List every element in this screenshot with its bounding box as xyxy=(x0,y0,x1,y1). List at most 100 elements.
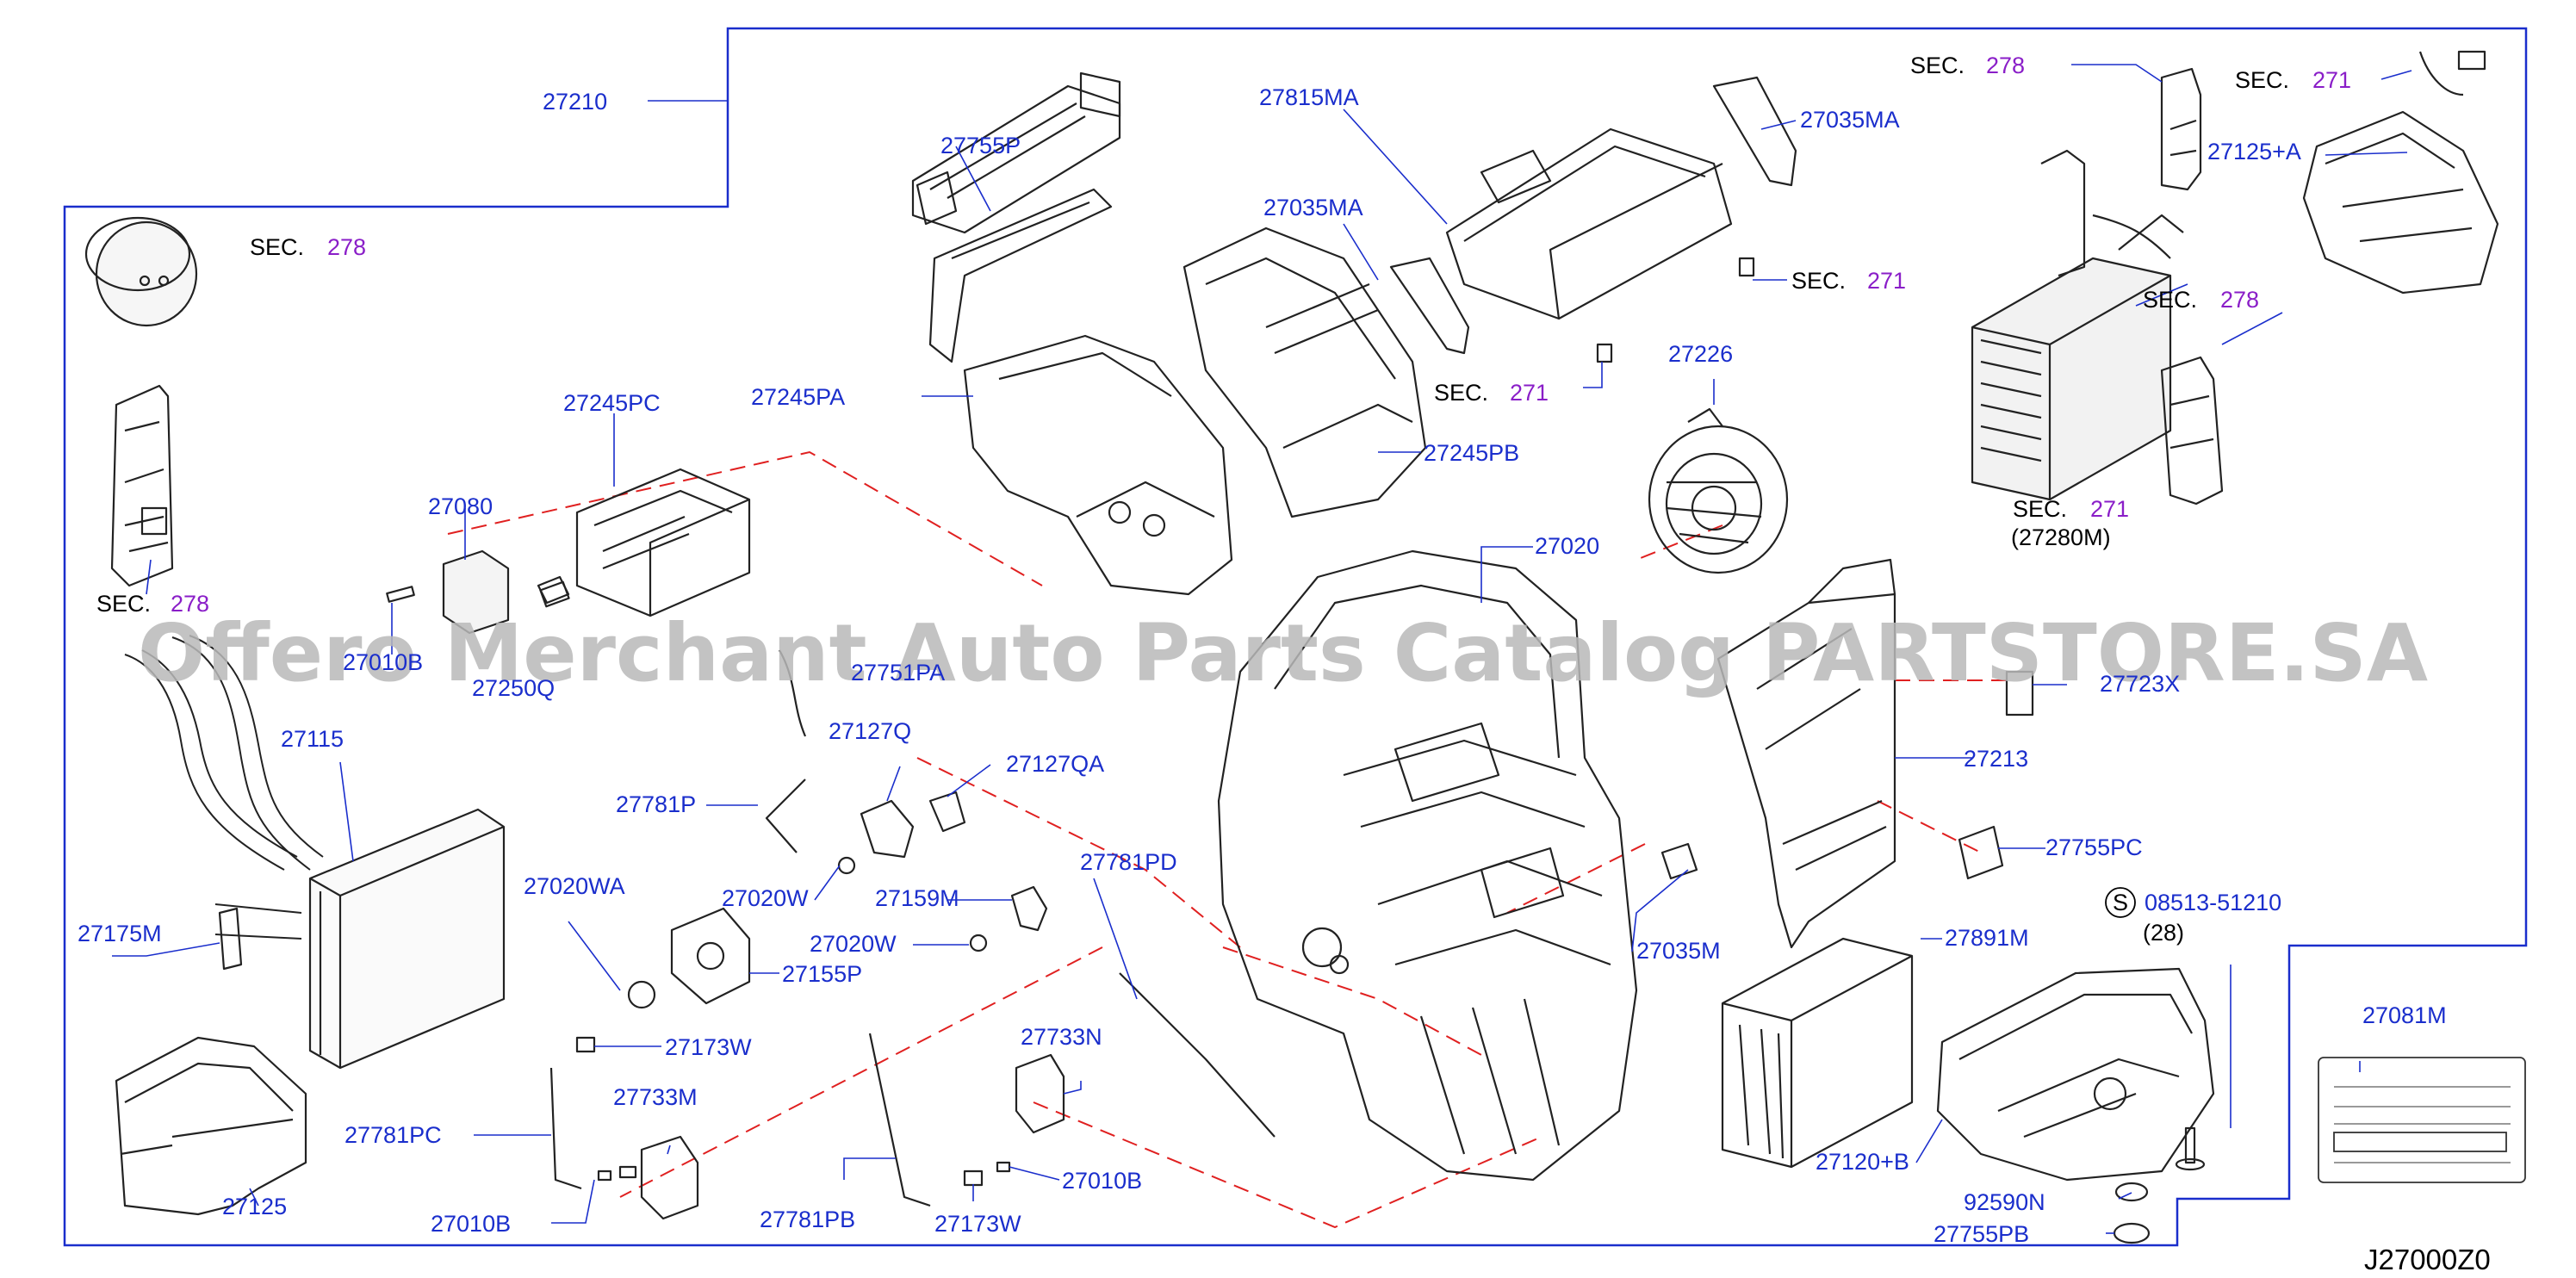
duct-27245pa-part xyxy=(928,188,1233,596)
washer-27020w-b-part xyxy=(969,934,988,952)
sec-ref-8: 278 xyxy=(2220,287,2259,313)
label-27245pa: 27245PA xyxy=(751,384,845,410)
screw-92590n-part xyxy=(2175,1126,2206,1171)
s-mark: S xyxy=(2113,890,2128,915)
label-27125: 27125 xyxy=(222,1194,287,1219)
label-27781pd: 27781PD xyxy=(1080,849,1177,875)
section-references: SEC. 278 SEC. 278 SEC. 271 SEC. 271 SEC.… xyxy=(96,53,2351,617)
evaporator-27280m-part xyxy=(1971,149,2184,501)
sec-ref-7: 271 xyxy=(2090,496,2129,522)
clip-27173w-b-part xyxy=(963,1169,984,1187)
rod-27751pa-part xyxy=(779,649,807,737)
label-27781p: 27781P xyxy=(616,791,696,817)
label-27781pc: 27781PC xyxy=(345,1122,442,1148)
clip-a-part xyxy=(1738,257,1755,277)
label-27127q: 27127Q xyxy=(829,718,911,744)
label-27755p: 27755P xyxy=(940,133,1021,158)
diagram-code: J27000Z0 xyxy=(2364,1244,2491,1275)
label-27213: 27213 xyxy=(1964,746,2028,772)
screw-27010b-a-part xyxy=(996,1161,1011,1173)
clip-27173w-a-part xyxy=(575,1036,596,1053)
sec-ref-1: 278 xyxy=(327,234,366,260)
leader-lines xyxy=(112,64,2412,1234)
label-27035ma-b: 27035MA xyxy=(1263,195,1363,220)
assembly-dashed-lines xyxy=(447,450,2015,1229)
label-27120b: 27120+B xyxy=(1816,1149,1909,1175)
rod-27781pb-part xyxy=(868,1033,931,1207)
foam-27755pc-part xyxy=(1958,825,2004,880)
rod-27781pd-part xyxy=(1119,972,1276,1138)
label-27127qa: 27127QA xyxy=(1006,751,1104,777)
blower-fan-27226-part xyxy=(1648,407,1789,574)
label-27781pb: 27781PB xyxy=(760,1207,855,1232)
label-27155p: 27155P xyxy=(782,961,862,987)
actuator-27733m-part xyxy=(618,1135,699,1220)
blower-cap-part xyxy=(84,216,198,327)
sec-ref-4: 271 xyxy=(1510,380,1549,406)
label-27035m: 27035M xyxy=(1636,938,1721,964)
sec-ref-2: 278 xyxy=(171,591,209,617)
clip-b-part xyxy=(1596,343,1613,363)
sec-word-7: SEC. xyxy=(2013,496,2067,522)
label-27081m: 27081M xyxy=(2362,1002,2447,1028)
lever-27159m-part xyxy=(1010,885,1048,932)
clip-27175m-part xyxy=(218,907,243,971)
actuator-27733n-part xyxy=(1015,1053,1065,1134)
label-27173w-a: 27173W xyxy=(665,1034,752,1060)
assembly-frame xyxy=(63,27,2528,1247)
lower-tray-27120b-part xyxy=(1936,967,2215,1182)
left-bracket-part xyxy=(110,384,174,587)
label-27020: 27020 xyxy=(1535,533,1599,559)
sec-word-2: SEC. xyxy=(96,591,151,617)
label-27723x: 27723X xyxy=(2100,671,2180,697)
washer-27755pb-part xyxy=(2114,1182,2149,1202)
link-27127q-part xyxy=(860,791,966,859)
label-27010b-a: 27010B xyxy=(343,649,423,675)
sec-word-4: SEC. xyxy=(1434,380,1488,406)
heater-core-part xyxy=(308,808,506,1070)
sec-word-5: SEC. xyxy=(2235,67,2289,93)
housing-panel-27213-part xyxy=(1716,558,1896,949)
label-27733n: 27733N xyxy=(1021,1024,1102,1050)
label-27751pa: 27751PA xyxy=(851,660,945,686)
label-27020wa: 27020WA xyxy=(524,873,625,899)
outlet-frame-27245pc-part xyxy=(575,468,751,617)
label-27010b-c: 27010B xyxy=(431,1211,511,1237)
sec-ref-5: 271 xyxy=(2312,67,2351,93)
foam-seal-27755p-part xyxy=(911,71,1121,234)
warning-label-27081m-part xyxy=(2318,1057,2526,1183)
part-labels: 27210 27755P 27815MA 27035MA 27035MA 272… xyxy=(78,84,2447,1247)
s-mark-circle xyxy=(2105,887,2136,918)
label-27080: 27080 xyxy=(428,493,493,519)
actuator-27155p-part xyxy=(670,907,751,1005)
label-27020w-b: 27020W xyxy=(810,931,897,957)
parts-artwork xyxy=(84,50,2499,1244)
floor-duct-part xyxy=(115,1036,307,1216)
label-27891m: 27891M xyxy=(1945,925,2029,951)
label-28: (28) xyxy=(2143,920,2184,946)
label-27755pb: 27755PB xyxy=(1934,1221,2029,1247)
defrost-duct-27815ma-part xyxy=(1445,127,1733,320)
rod-27781p-part xyxy=(765,779,806,853)
right-bracket-b-part xyxy=(2160,356,2224,506)
label-08513-51210: 08513-51210 xyxy=(2145,890,2281,915)
label-27245pc: 27245PC xyxy=(563,390,661,416)
heater-pipes-part xyxy=(124,635,324,940)
actuator-27080-part xyxy=(386,549,570,635)
watermark-text: Offero Merchant Auto Parts Catalog PARTS… xyxy=(138,607,2428,699)
housing-upper-27245pb-part xyxy=(1182,226,1427,518)
washer-27020w-a-part xyxy=(837,856,856,875)
gear-27020wa-part xyxy=(627,980,656,1009)
label-27226: 27226 xyxy=(1668,341,1733,367)
label-92590n: 92590N xyxy=(1964,1189,2045,1215)
sec-ref-3: 271 xyxy=(1867,268,1906,294)
label-27115: 27115 xyxy=(281,726,344,752)
label-27159m: 27159M xyxy=(875,885,959,911)
label-27035ma-a: 27035MA xyxy=(1800,107,1900,133)
grommet-27755pb-part xyxy=(2113,1222,2151,1244)
screw-27010b-c-part xyxy=(597,1169,612,1182)
foam-27035ma-part xyxy=(1389,76,1797,355)
rod-27781pc-part xyxy=(549,1067,582,1190)
label-27733m: 27733M xyxy=(613,1084,698,1110)
